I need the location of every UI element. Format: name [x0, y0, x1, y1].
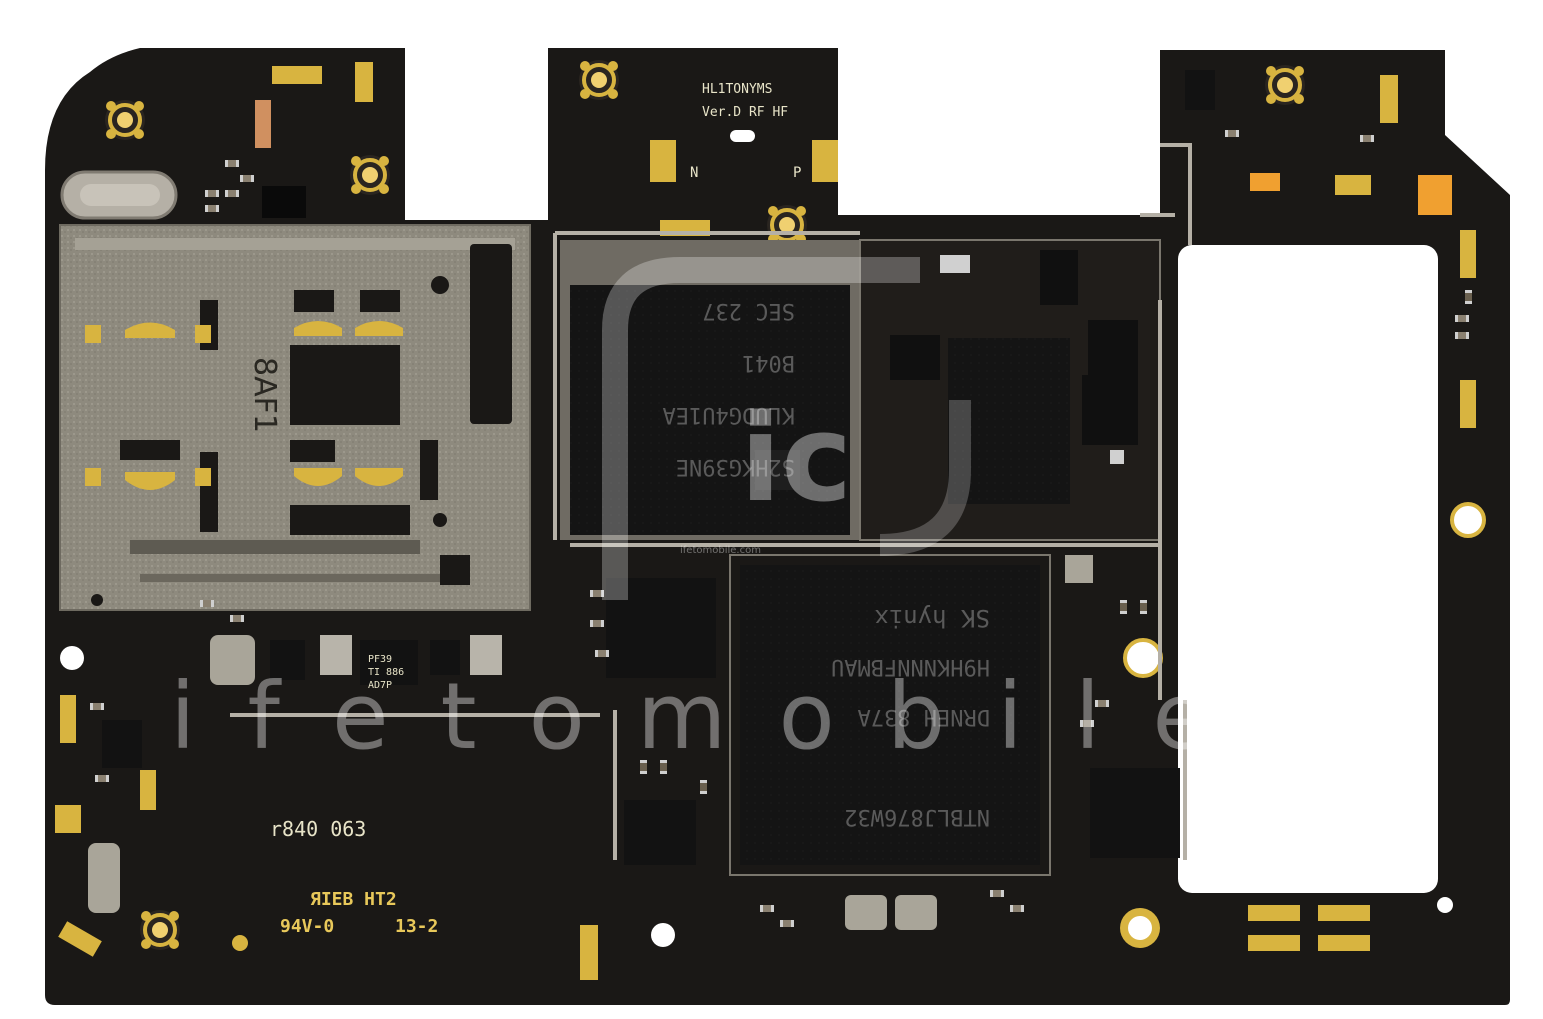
pmic-line-2: TI 886: [368, 667, 404, 678]
mounting-holes: [60, 502, 1486, 947]
watermark-logo: ic: [740, 390, 852, 529]
processor-area: [859, 239, 1161, 541]
pmic-line-1: PF39: [368, 654, 392, 665]
pmic-line-3: AD7P: [368, 680, 392, 691]
sim-tray-marking: 8AF1: [247, 357, 282, 433]
power-components: PF39 TI 886 AD7P: [88, 555, 1093, 930]
dram-line-3: H9HKNNNFBMAU: [831, 654, 990, 679]
rf-antenna-tab: N P HL1TONYMS Ver.D RF HF: [103, 58, 1307, 952]
pad-p-label: P: [793, 165, 801, 181]
dram-line-2: DRNEH 837A: [858, 704, 990, 729]
secondary-chips: [102, 578, 1180, 865]
flammability-marking: 94V-0: [280, 916, 334, 937]
flash-line-1: S2HKG39NE: [676, 454, 795, 479]
dram-chip: NTBLJ876W32 DRNEH 837A H9HKNNNFBMAU SK h…: [729, 554, 1051, 876]
watermark-small: ifetomobile.com: [680, 545, 761, 556]
nand-flash-chip: S2HKG39NE KLUDG4U1EA B041 SEC 237: [560, 240, 860, 540]
passive-components: [90, 70, 1472, 927]
dram-brand: SK hynix: [874, 604, 990, 632]
sim-card-tray: 8AF1: [59, 224, 531, 611]
flash-line-3: B041: [742, 350, 795, 375]
flash-line-4: SEC 237: [702, 298, 795, 323]
silkscreen-markings: r840 063 ЯIEB HT2 94V-0 13-2: [270, 817, 438, 937]
watermark-brand: ifetomobile: [170, 663, 1261, 770]
upper-left-components: [60, 62, 373, 220]
date-marking: 13-2: [395, 916, 438, 937]
pad-n-label: N: [690, 165, 698, 181]
lot-marking: r840 063: [270, 817, 366, 841]
board-model-marking: HL1TONYMS: [702, 82, 772, 97]
dram-line-1: NTBLJ876W32: [844, 804, 990, 829]
shield-rails: [230, 143, 1192, 860]
watermark: ic ifetomobile ifetomobile.com: [170, 257, 1261, 770]
board-version-marking: Ver.D RF HF: [702, 105, 788, 120]
ul-marking: ЯIEB HT2: [310, 889, 397, 910]
flash-line-2: KLUDG4U1EA: [663, 402, 795, 427]
